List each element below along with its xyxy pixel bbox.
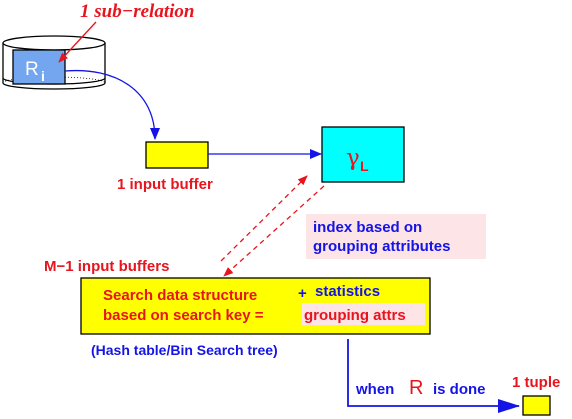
- grouping-attrs-label: grouping attrs: [304, 307, 406, 324]
- output-arrow: [347, 339, 520, 413]
- search-to-operator-dashed-arrow: [220, 175, 308, 262]
- plus-sign: +: [298, 285, 307, 302]
- statistics-label: statistics: [315, 283, 380, 300]
- when-label: when: [355, 381, 394, 398]
- is-done-label: is done: [433, 381, 486, 398]
- disk-to-buffer-arrow: [64, 69, 160, 140]
- index-note-highlight: [306, 214, 486, 259]
- when-relation-label: R: [409, 377, 423, 399]
- input-buffer-box: [145, 141, 209, 169]
- gamma-subscript: L: [360, 158, 369, 174]
- index-note-line2: grouping attributes: [313, 238, 451, 255]
- output-tuple-box: [522, 395, 551, 416]
- relation-label: R: [25, 59, 39, 80]
- gamma-operator-box: γ L: [321, 126, 405, 183]
- sub-relation-box: R i: [12, 49, 66, 85]
- output-tuple-label: 1 tuple: [512, 374, 560, 391]
- search-line1: Search data structure: [103, 287, 257, 304]
- search-line2: based on search key =: [103, 307, 264, 324]
- input-buffer-label: 1 input buffer: [117, 176, 213, 193]
- gamma-symbol: γ: [346, 145, 360, 171]
- sub-relation-arrow: [58, 21, 97, 63]
- sub-relation-label: 1 sub−relation: [80, 1, 194, 22]
- relation-subscript: i: [41, 68, 45, 84]
- hash-table-note: (Hash table/Bin Search tree): [91, 342, 278, 358]
- m1-buffers-label: M−1 input buffers: [44, 258, 169, 275]
- index-note-line1: index based on: [313, 219, 422, 236]
- grouping-attrs-highlight: [302, 303, 425, 325]
- operator-to-search-dashed-arrow: [223, 185, 325, 277]
